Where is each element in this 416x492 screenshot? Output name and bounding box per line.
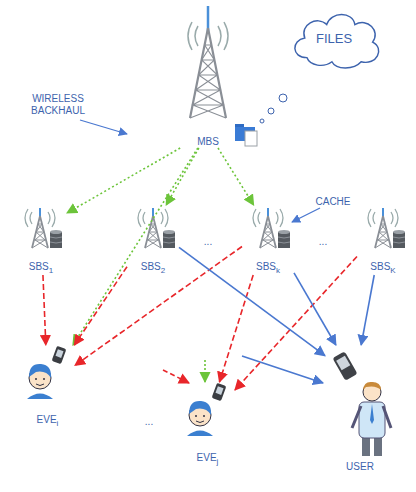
- eavesdrop-link: [219, 275, 253, 382]
- small-tower: [138, 208, 175, 248]
- small-base-station: SBSk: [242, 205, 294, 275]
- node-label: EVE: [37, 414, 57, 425]
- subscript: 1: [49, 266, 53, 275]
- ellipsis-mark: ...: [308, 236, 338, 248]
- subscript: j: [217, 457, 219, 466]
- ellipsis-mark: ...: [193, 236, 223, 248]
- eavesdropper-figure: [27, 346, 66, 399]
- signal-arrow: [242, 356, 323, 383]
- small-base-station: SBS2: [127, 205, 179, 275]
- person-tie: [370, 404, 374, 424]
- node-label: USER: [346, 461, 374, 472]
- small-tower: [368, 208, 405, 248]
- node-caption: SBS1: [29, 261, 53, 275]
- person-leg: [362, 436, 370, 456]
- signal-arrow: [163, 370, 189, 383]
- phone-screen: [336, 356, 350, 371]
- cloud-outline: [295, 15, 379, 68]
- node-label: FILES: [316, 31, 352, 46]
- node-label: MBS: [197, 136, 219, 147]
- small-tower: [253, 208, 290, 248]
- eavesdrop-link: [235, 256, 357, 389]
- small-base-station: SBSK: [357, 205, 409, 275]
- callout-label: CACHE: [305, 196, 361, 208]
- user-link: [294, 273, 336, 345]
- subscript: i: [57, 419, 59, 428]
- subscript: k: [276, 266, 280, 275]
- node-caption: EVEj: [197, 452, 219, 466]
- small-base-station: SBS1: [15, 205, 67, 275]
- person-leg: [374, 436, 382, 456]
- callout-arrow: [80, 120, 127, 134]
- node-caption: SBSK: [370, 261, 395, 275]
- thought-bubble: [268, 108, 274, 114]
- node-label: SBS: [141, 261, 161, 272]
- phone: [332, 351, 357, 381]
- eavesdrop-link: [75, 247, 242, 366]
- signal-arrow: [204, 360, 206, 382]
- tower-lattice: [190, 45, 226, 118]
- node-label: EVE: [197, 452, 217, 463]
- user-link: [179, 247, 325, 355]
- eavesdrop-link: [43, 275, 46, 345]
- tower-leg: [190, 28, 226, 118]
- thought-bubble: [279, 94, 287, 102]
- eavesdropper-figure: [187, 383, 226, 436]
- ellipsis-mark: ...: [134, 416, 164, 428]
- paper-icon: [245, 131, 257, 146]
- small-tower: [25, 208, 62, 248]
- person-hair: [363, 382, 381, 390]
- node-caption: FILES: [316, 31, 352, 46]
- subscript: 2: [161, 266, 165, 275]
- eavesdropper: EVEj: [180, 382, 235, 466]
- node-label: SBS: [370, 261, 390, 272]
- node-caption: SBS2: [141, 261, 165, 275]
- file-cloud: FILES: [286, 6, 382, 70]
- eavesdrop-link: [74, 267, 127, 345]
- node-label: SBS: [29, 261, 49, 272]
- node-caption: USER: [346, 461, 374, 473]
- backhaul-link: [218, 148, 254, 205]
- eavesdropper: EVEi: [20, 345, 75, 428]
- callout-arrow: [292, 208, 320, 222]
- person-body: [359, 402, 385, 438]
- thought-bubble: [260, 119, 264, 123]
- legitimate-user: USER: [325, 345, 395, 473]
- node-caption: EVEi: [37, 414, 59, 428]
- node-caption: SBSk: [256, 261, 280, 275]
- subscript: K: [390, 266, 395, 275]
- node-caption: MBS: [197, 136, 219, 148]
- callout-label: WIRELESS BACKHAUL: [6, 93, 110, 117]
- backhaul-link: [166, 148, 199, 205]
- backhaul-link: [67, 148, 180, 213]
- backhaul-link: [73, 148, 198, 345]
- node-label: SBS: [256, 261, 276, 272]
- user-link: [361, 275, 374, 345]
- macro-base-station: MBS: [178, 6, 238, 148]
